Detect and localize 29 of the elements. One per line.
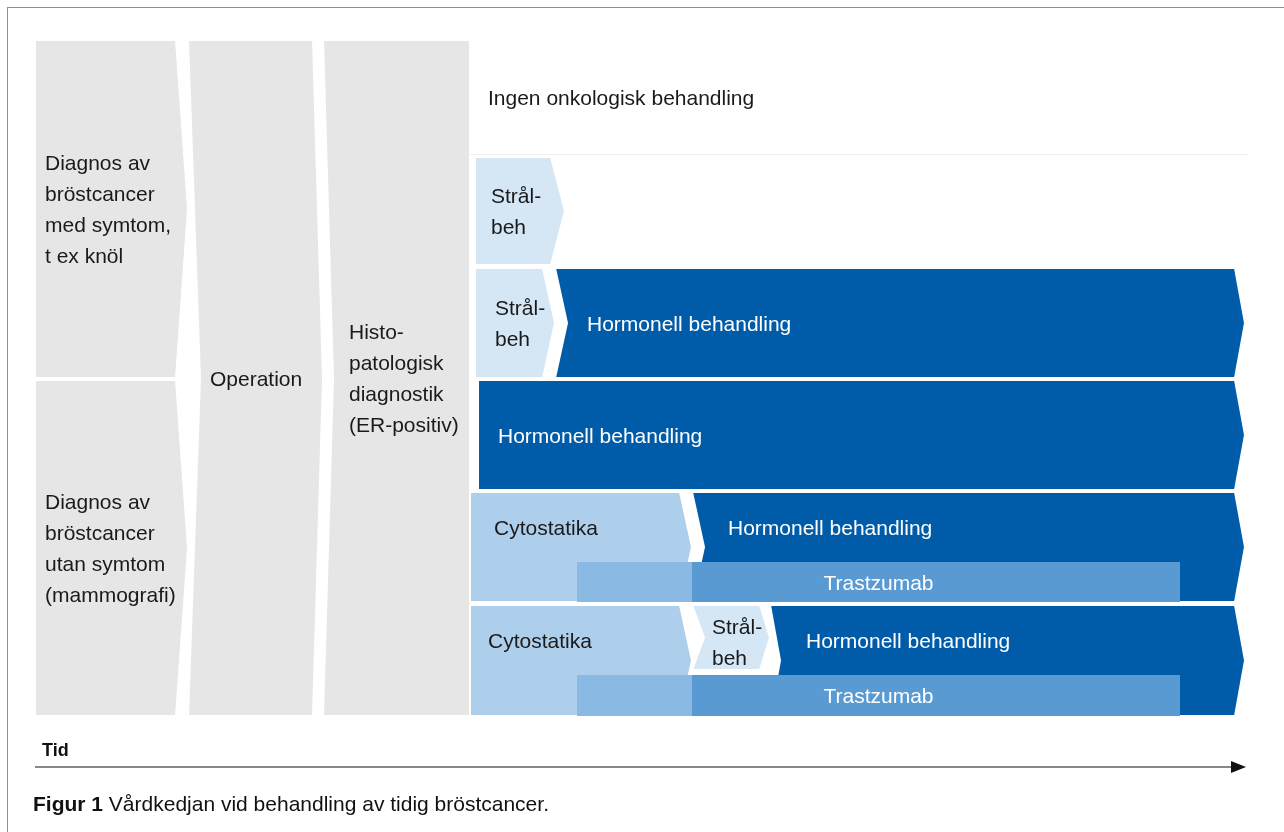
step-label: Strål- beh: [491, 183, 543, 240]
step-label: Hormonell behandling: [587, 310, 792, 337]
step-label: Strål- beh: [712, 614, 764, 671]
chevron-step: [555, 268, 1245, 378]
chevron-step: [188, 40, 323, 716]
chevron-step: [323, 40, 470, 716]
step-label: Ingen onkologisk behandling: [488, 85, 755, 111]
treatment-bar: [577, 562, 1180, 602]
step-label: Histo- patologisk diagnostik (ER-positiv): [349, 319, 460, 438]
chevron-step: [35, 40, 188, 378]
step-label: Diagnos av bröstcancer utan symtom (mammografi): [45, 489, 174, 608]
step-label: Hormonell behandling: [806, 628, 1011, 654]
treatment-bar: [577, 675, 1180, 716]
step-label: Strål- beh: [495, 295, 547, 352]
axis-label: Tid: [42, 739, 69, 762]
step-label: Cytostatika: [494, 515, 598, 541]
step-label: Hormonell behandling: [498, 422, 703, 449]
step-label: Trastzumab: [823, 569, 934, 596]
chevron-step: [478, 380, 1245, 490]
step-label: Cytostatika: [488, 628, 592, 654]
step-label: Diagnos av bröstcancer med symtom, t ex knöl: [45, 150, 173, 269]
step-label: Operation: [210, 365, 303, 392]
step-label: Trastzumab: [823, 683, 934, 709]
chevron-step: [35, 380, 188, 716]
chevron-step: [692, 605, 770, 670]
chevron-step: [475, 157, 565, 265]
chevron-step: [475, 268, 555, 378]
step-label: Hormonell behandling: [728, 515, 933, 541]
figure-caption: Figur 1 Vårdkedjan vid behandling av tidig bröstcancer.: [33, 791, 549, 817]
